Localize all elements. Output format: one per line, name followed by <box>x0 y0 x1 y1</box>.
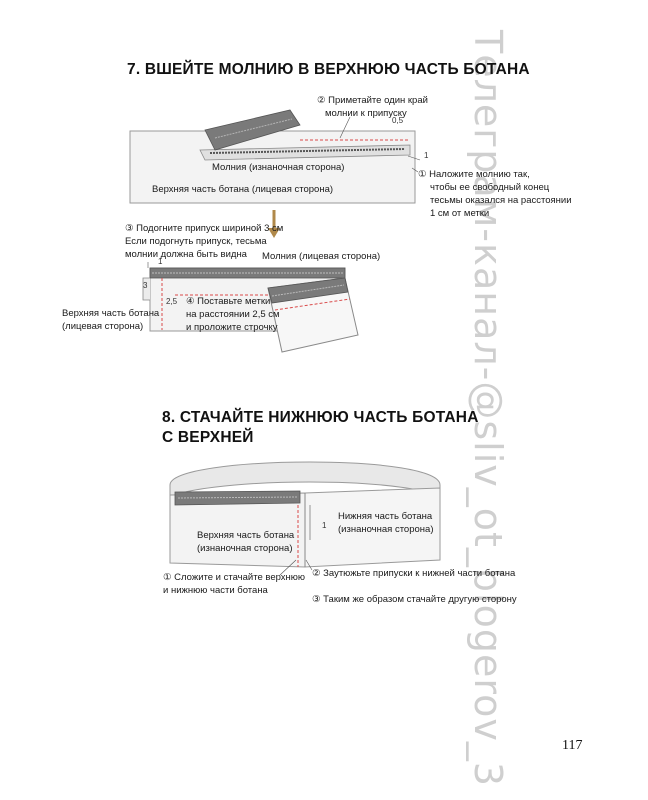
label-upper-part-right-side: Верхняя часть ботана (лицевая сторона) <box>152 184 334 195</box>
step7-top-diagram <box>129 109 421 204</box>
note-align-line1: ② Приметайте один край <box>317 95 428 106</box>
lower-part-line1: Нижняя часть ботана <box>338 511 433 522</box>
step8-title-line1: 8. СТАЧАЙТЕ НИЖНЮЮ ЧАСТЬ БОТАНА <box>162 409 479 426</box>
upper-part-label-line1: Верхняя часть ботана <box>62 308 160 319</box>
zipper-tape <box>199 144 411 161</box>
note-place-line1: ① Наложите молнию так, <box>418 169 530 180</box>
note-sew-line2: и нижнюю части ботана <box>163 585 268 596</box>
note-place-line2: чтобы ее свободный конец <box>430 182 550 193</box>
upper-part-line1: Верхняя часть ботана <box>197 530 295 541</box>
lower-part-line2: (изнаночная сторона) <box>338 524 434 535</box>
step-arrow <box>268 210 280 238</box>
dim-1b: 1 <box>158 257 163 266</box>
note-marks-line3: и проложите строчку <box>186 322 278 333</box>
note-align-line2: молнии к припуску <box>325 108 407 119</box>
note-fold-line1: ③ Подогните припуск шириной 3 см <box>125 223 284 234</box>
note-place-line3: тесьмы оказался на расстоянии <box>430 195 572 206</box>
note-fold-line2: Если подогнуть припуск, тесьма <box>125 236 267 247</box>
step8-title-line2: С ВЕРХНЕЙ <box>162 429 254 446</box>
label-zipper-wrong-side: Молния (изнаночная сторона) <box>212 162 345 173</box>
note-other-side: ③ Таким же образом стачайте другую сторо… <box>312 594 517 605</box>
page-number: 117 <box>562 738 583 753</box>
note-fold-line3: молнии должна быть видна <box>125 249 247 260</box>
upper-part-fabric <box>129 130 416 204</box>
watermark-text: Телеграм-канал-@sliv_ot_blogerov_3 <box>466 30 510 788</box>
step7-title: 7. ВШЕЙТЕ МОЛНИЮ В ВЕРХНЮЮ ЧАСТЬ БОТАНА <box>127 61 530 78</box>
step7-bottom-diagram <box>142 262 359 353</box>
label-zipper-right-side: Молния (лицевая сторона) <box>262 251 381 262</box>
note-place-line4: 1 см от метки <box>430 208 490 219</box>
note-marks-line2: на расстоянии 2,5 см <box>186 309 280 320</box>
dim-3: 3 <box>143 281 148 290</box>
dim-2-5: 2,5 <box>166 297 178 306</box>
zipper-teeth <box>209 148 406 154</box>
dim-0-5: 0,5 <box>392 116 404 125</box>
zipper-lifted <box>204 109 301 151</box>
upper-part-line2: (изнаночная сторона) <box>197 543 293 554</box>
upper-part-label-line2: (лицевая сторона) <box>62 321 144 332</box>
note-press: ② Заутюжьте припуски к нижней части бота… <box>312 568 516 579</box>
note-marks-line1: ④ Поставьте метки <box>186 296 271 307</box>
zipper-band <box>149 267 346 279</box>
note-sew-line1: ① Сложите и стачайте верхнюю <box>163 572 306 583</box>
step8-diagram <box>169 461 441 576</box>
dim-1-step8: 1 <box>322 521 327 530</box>
dim-1: 1 <box>424 151 429 160</box>
